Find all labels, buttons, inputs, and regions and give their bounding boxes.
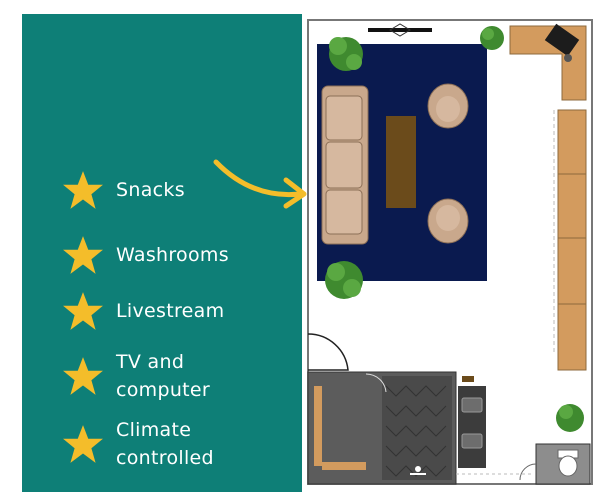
door-swing bbox=[307, 333, 349, 371]
arrow-icon bbox=[213, 159, 307, 209]
computer-monitor bbox=[544, 23, 580, 57]
armchair-bottom bbox=[427, 198, 469, 244]
counter bbox=[557, 109, 587, 371]
star-icon bbox=[63, 425, 103, 463]
plant-icon bbox=[556, 404, 584, 432]
feature-washrooms: Washrooms bbox=[62, 234, 229, 276]
sink-icon bbox=[461, 397, 483, 413]
feature-snacks: Snacks bbox=[62, 169, 185, 211]
plant-icon bbox=[329, 37, 363, 71]
star-icon bbox=[63, 357, 103, 395]
shower-icon bbox=[410, 466, 426, 475]
tv bbox=[368, 28, 432, 32]
plant-icon bbox=[480, 26, 504, 50]
star-icon bbox=[63, 171, 103, 209]
coffee-table bbox=[386, 116, 416, 208]
feature-label: TV and computer bbox=[116, 351, 211, 401]
bench bbox=[322, 462, 366, 470]
feature-label: Climate controlled bbox=[116, 419, 214, 469]
plant-icon bbox=[325, 261, 363, 299]
washroom-tile-floor bbox=[382, 376, 452, 480]
shelf bbox=[462, 376, 474, 382]
tv-stand bbox=[389, 23, 411, 37]
desk-chair bbox=[564, 54, 572, 62]
star-icon bbox=[63, 292, 103, 330]
feature-label: Washrooms bbox=[116, 244, 229, 266]
feature-tv-and-computer: TV and computer bbox=[62, 348, 210, 404]
sink-icon bbox=[461, 433, 483, 449]
door-swing bbox=[519, 463, 537, 481]
features-panel: Snacks Washrooms Livestream TV and compu… bbox=[22, 14, 307, 492]
star-icon bbox=[63, 236, 103, 274]
feature-climate-controlled: Climate controlled bbox=[62, 416, 214, 472]
bench bbox=[314, 386, 322, 466]
armchair-top bbox=[427, 83, 469, 129]
door-swing bbox=[365, 373, 387, 393]
sofa bbox=[321, 85, 369, 245]
feature-label: Livestream bbox=[116, 300, 225, 322]
floor-plan bbox=[307, 19, 593, 485]
feature-livestream: Livestream bbox=[62, 290, 224, 332]
toilet-icon bbox=[557, 449, 579, 477]
feature-label: Snacks bbox=[116, 179, 185, 201]
herringbone-pattern bbox=[385, 385, 447, 477]
